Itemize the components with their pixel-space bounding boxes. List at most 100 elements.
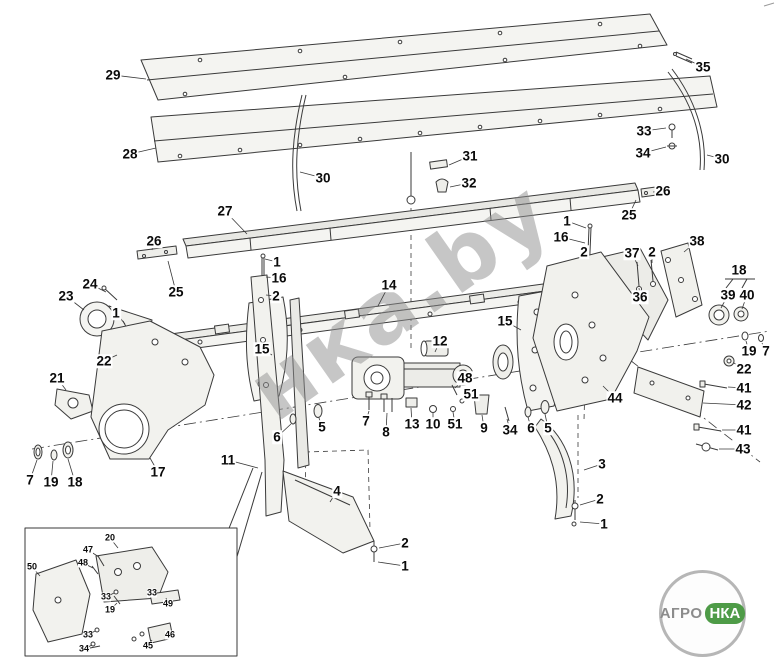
- part-callout-18: 18: [66, 474, 84, 490]
- part-callout-19: 19: [104, 604, 116, 615]
- part-callout-41: 41: [735, 380, 753, 396]
- part-callout-6: 6: [272, 429, 282, 445]
- part-callout-44: 44: [606, 390, 624, 406]
- part-callout-46: 46: [164, 629, 176, 640]
- part-callout-22: 22: [95, 353, 113, 369]
- part-callout-34: 34: [501, 422, 519, 438]
- part-callout-7: 7: [761, 343, 771, 359]
- part-callout-2: 2: [595, 491, 605, 507]
- part-callout-13: 13: [403, 416, 421, 432]
- part-callout-16: 16: [270, 270, 288, 286]
- part-28-lower-panel: [150, 75, 718, 163]
- part-callout-1: 1: [562, 213, 572, 229]
- part-callout-47: 47: [82, 544, 94, 555]
- part-callout-48: 48: [456, 370, 474, 386]
- part-callout-25: 25: [167, 284, 185, 300]
- part-callout-43: 43: [734, 441, 752, 457]
- part-callout-7: 7: [25, 472, 35, 488]
- part-callout-20: 20: [104, 532, 116, 543]
- part-callout-30: 30: [713, 151, 731, 167]
- part-callout-12: 12: [431, 333, 449, 349]
- part-callout-9: 9: [479, 420, 489, 436]
- brand-logo: АГРО НКА: [659, 570, 746, 657]
- part-callout-1: 1: [599, 516, 609, 532]
- part-callout-29: 29: [104, 67, 122, 83]
- part-callout-2: 2: [271, 288, 281, 304]
- part-callout-32: 32: [460, 175, 478, 191]
- part-callout-2: 2: [647, 244, 657, 260]
- part-callout-30: 30: [314, 170, 332, 186]
- part-callout-26: 26: [145, 233, 163, 249]
- part-7-19-18-washers: [33, 441, 74, 461]
- part-callout-33: 33: [100, 591, 112, 602]
- part-callout-40: 40: [738, 287, 756, 303]
- part-31-32-clamp: [410, 152, 449, 196]
- part-callout-23: 23: [57, 288, 75, 304]
- part-callout-45: 45: [142, 640, 154, 651]
- part-callout-11: 11: [219, 452, 237, 468]
- part-callout-51: 51: [462, 386, 480, 402]
- part-3-blade: [534, 418, 579, 527]
- part-38-plate: [660, 242, 703, 318]
- part-callout-38: 38: [688, 233, 706, 249]
- part-30-rods: [292, 68, 705, 212]
- part-callout-25: 25: [620, 207, 638, 223]
- logo-text-agro: АГРО: [659, 605, 703, 622]
- part-callout-22: 22: [735, 361, 753, 377]
- part-callout-28: 28: [121, 146, 139, 162]
- part-11-strut: [217, 274, 310, 561]
- part-callout-1: 1: [272, 254, 282, 270]
- part-callout-49: 49: [162, 598, 174, 609]
- part-callout-48: 48: [77, 557, 89, 568]
- part-callout-50: 50: [26, 561, 38, 572]
- part-callout-31: 31: [461, 148, 479, 164]
- part-callout-3: 3: [597, 456, 607, 472]
- part-callout-18: 18: [730, 262, 748, 278]
- part-callout-26: 26: [654, 183, 672, 199]
- axis-centerline: [31, 330, 771, 450]
- part-callout-39: 39: [719, 287, 737, 303]
- part-callout-34: 34: [634, 145, 652, 161]
- part-callout-16: 16: [552, 229, 570, 245]
- part-callout-15: 15: [253, 341, 271, 357]
- part-callout-14: 14: [380, 277, 398, 293]
- part-callout-33: 33: [82, 629, 94, 640]
- part-29-top-panel: [140, 13, 668, 101]
- part-callout-41: 41: [735, 422, 753, 438]
- part-callout-15: 15: [496, 313, 514, 329]
- part-33-34-bolts-top: [667, 123, 677, 150]
- part-39-40-rings: [708, 278, 764, 342]
- part-callout-35: 35: [694, 59, 712, 75]
- part-callout-5: 5: [317, 419, 327, 435]
- part-callout-1: 1: [400, 558, 410, 574]
- logo-text-nka: НКА: [704, 603, 746, 624]
- part-callout-4: 4: [332, 483, 342, 499]
- inset-detail-box: [24, 527, 238, 657]
- part-callout-2: 2: [579, 244, 589, 260]
- part-callout-1: 1: [111, 305, 121, 321]
- part-callout-27: 27: [216, 203, 234, 219]
- part-41-43-right-parts: [633, 355, 735, 452]
- part-callout-24: 24: [81, 276, 99, 292]
- part-callout-37: 37: [623, 245, 641, 261]
- part-callout-7: 7: [361, 413, 371, 429]
- part-callout-21: 21: [48, 370, 66, 386]
- part-36-37-bolts: [636, 259, 656, 292]
- part-27-beam: [182, 182, 641, 259]
- part-callout-5: 5: [543, 420, 553, 436]
- part-callout-33: 33: [635, 123, 653, 139]
- part-callout-36: 36: [631, 289, 649, 305]
- part-callout-8: 8: [381, 424, 391, 440]
- part-callout-34: 34: [78, 643, 90, 654]
- part-callout-2: 2: [400, 535, 410, 551]
- part-callout-19: 19: [42, 474, 60, 490]
- part-callout-51: 51: [446, 416, 464, 432]
- part-callout-6: 6: [526, 420, 536, 436]
- part-callout-17: 17: [149, 464, 167, 480]
- corner-mark: [763, 2, 775, 7]
- part-callout-10: 10: [424, 416, 442, 432]
- part-callout-19: 19: [740, 343, 758, 359]
